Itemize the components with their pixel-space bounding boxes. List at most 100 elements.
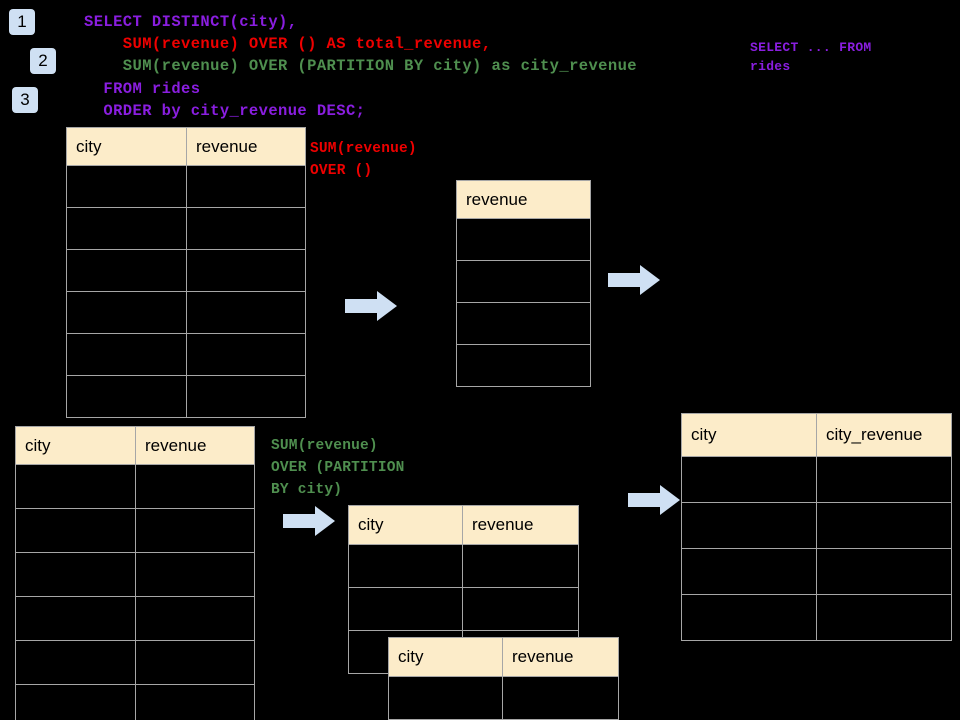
table-cell bbox=[66, 333, 187, 376]
table-cell bbox=[816, 456, 952, 503]
table-row bbox=[388, 676, 619, 720]
column-header-city: city bbox=[681, 413, 817, 457]
table-cell bbox=[15, 552, 136, 597]
table-cell bbox=[135, 684, 255, 720]
table-cell bbox=[186, 165, 306, 208]
sql-line-city-revenue: SUM(revenue) OVER (PARTITION BY city) as… bbox=[84, 57, 637, 75]
table-row bbox=[456, 344, 591, 387]
table-body bbox=[456, 218, 591, 387]
table-row bbox=[348, 544, 579, 588]
table-cell bbox=[135, 464, 255, 509]
table-cell bbox=[681, 456, 817, 503]
table-row bbox=[66, 207, 306, 250]
step-badge-1[interactable]: 1 bbox=[9, 9, 35, 35]
annotation-over-partition: SUM(revenue) OVER (PARTITION BY city) bbox=[271, 438, 405, 498]
table-cell bbox=[456, 344, 591, 387]
step-badge-3[interactable]: 3 bbox=[12, 87, 38, 113]
step-badge-2[interactable]: 2 bbox=[30, 48, 56, 74]
table-row bbox=[456, 302, 591, 345]
rides-source-table-bottom: city revenue bbox=[15, 426, 255, 720]
table-cell bbox=[816, 502, 952, 549]
table-cell bbox=[186, 207, 306, 250]
table-cell bbox=[135, 508, 255, 553]
table-body bbox=[388, 676, 619, 720]
sql-line-from: FROM rides bbox=[84, 80, 201, 98]
table-row bbox=[15, 596, 255, 641]
sql-line-order-by: ORDER by city_revenue DESC; bbox=[84, 102, 366, 120]
table-row bbox=[681, 456, 952, 503]
table-cell bbox=[348, 544, 463, 588]
column-header-revenue: revenue bbox=[186, 127, 306, 166]
table-cell bbox=[15, 464, 136, 509]
table-header-row: city revenue bbox=[15, 426, 255, 465]
column-header-city: city bbox=[388, 637, 503, 677]
table-cell bbox=[462, 544, 579, 588]
table-row bbox=[456, 218, 591, 261]
table-row bbox=[456, 260, 591, 303]
table-header-row: revenue bbox=[456, 180, 591, 219]
sql-line-select: SELECT DISTINCT(city), bbox=[84, 13, 298, 31]
table-cell bbox=[502, 676, 619, 720]
table-row bbox=[15, 552, 255, 597]
table-row bbox=[348, 587, 579, 631]
sql-line-total-revenue: SUM(revenue) OVER () AS total_revenue, bbox=[84, 35, 492, 53]
table-row bbox=[15, 508, 255, 553]
table-cell bbox=[15, 640, 136, 685]
table-header-row: city revenue bbox=[348, 505, 579, 545]
table-cell bbox=[66, 165, 187, 208]
column-header-city-revenue: city_revenue bbox=[816, 413, 952, 457]
table-cell bbox=[186, 333, 306, 376]
column-header-revenue: revenue bbox=[462, 505, 579, 545]
table-cell bbox=[135, 552, 255, 597]
table-cell bbox=[66, 249, 187, 292]
table-row bbox=[66, 375, 306, 418]
table-header-row: city revenue bbox=[388, 637, 619, 677]
table-cell bbox=[66, 291, 187, 334]
table-cell bbox=[186, 249, 306, 292]
total-revenue-table: revenue bbox=[456, 180, 591, 387]
city-revenue-result-table: city city_revenue bbox=[681, 413, 952, 641]
table-cell bbox=[456, 302, 591, 345]
table-row bbox=[66, 291, 306, 334]
table-cell bbox=[186, 291, 306, 334]
table-cell bbox=[816, 594, 952, 641]
table-row bbox=[66, 333, 306, 376]
column-header-revenue: revenue bbox=[135, 426, 255, 465]
column-header-revenue: revenue bbox=[456, 180, 591, 219]
table-cell bbox=[681, 594, 817, 641]
table-cell bbox=[462, 587, 579, 631]
table-cell bbox=[456, 260, 591, 303]
column-header-city: city bbox=[348, 505, 463, 545]
table-body bbox=[66, 165, 306, 418]
table-cell bbox=[681, 548, 817, 595]
table-row bbox=[15, 464, 255, 509]
table-cell bbox=[66, 375, 187, 418]
table-row bbox=[15, 640, 255, 685]
table-header-row: city revenue bbox=[66, 127, 306, 166]
arrow-source-to-total bbox=[345, 291, 397, 321]
table-cell bbox=[348, 587, 463, 631]
table-row bbox=[66, 249, 306, 292]
side-note-select-from: SELECT ... FROM bbox=[750, 40, 872, 55]
side-note-rides: rides bbox=[750, 59, 791, 74]
rides-source-table-top: city revenue bbox=[66, 127, 306, 418]
table-cell bbox=[135, 596, 255, 641]
table-body bbox=[15, 464, 255, 720]
table-row bbox=[681, 548, 952, 595]
annotation-over-empty: SUM(revenue) OVER () bbox=[310, 141, 417, 179]
column-header-city: city bbox=[66, 127, 187, 166]
table-cell bbox=[135, 640, 255, 685]
arrow-total-to-next bbox=[608, 265, 660, 295]
table-cell bbox=[15, 596, 136, 641]
table-header-row: city city_revenue bbox=[681, 413, 952, 457]
table-cell bbox=[816, 548, 952, 595]
partition-group-table-b: city revenue bbox=[388, 637, 619, 720]
table-cell bbox=[388, 676, 503, 720]
table-cell bbox=[456, 218, 591, 261]
arrow-source-to-partition bbox=[283, 506, 335, 536]
column-header-city: city bbox=[15, 426, 136, 465]
table-row bbox=[66, 165, 306, 208]
table-cell bbox=[186, 375, 306, 418]
table-cell bbox=[681, 502, 817, 549]
